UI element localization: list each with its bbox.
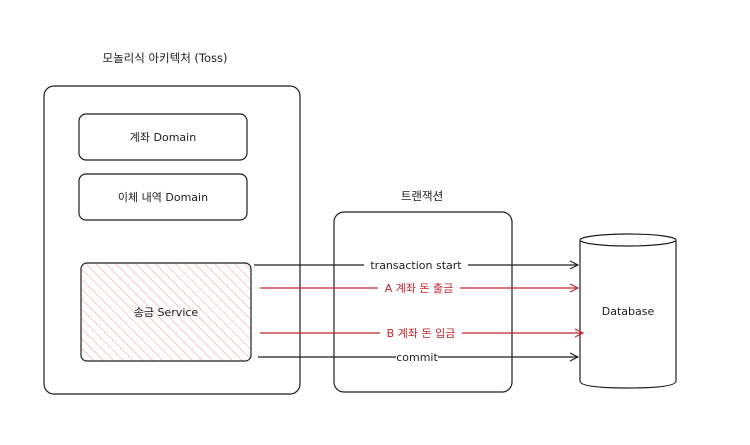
monolith-container <box>43 85 301 395</box>
flow-label: commit <box>396 351 438 364</box>
transfer-history-domain-box: 이체 내역 Domain <box>78 173 248 221</box>
database-cylinder: Database <box>579 233 677 389</box>
transaction-container <box>333 211 513 393</box>
transfer-service-box: 송금 Service <box>80 262 252 362</box>
account-domain-label: 계좌 Domain <box>130 131 196 144</box>
database-label: Database <box>602 305 655 318</box>
transaction-title: 트랜잭션 <box>401 189 443 203</box>
flow-withdraw-a: A 계좌 돈 출금 <box>260 281 578 295</box>
flow-label: transaction start <box>370 259 462 272</box>
flow-commit: commit <box>258 350 578 364</box>
transfer-history-domain-label: 이체 내역 Domain <box>118 191 208 204</box>
flow-deposit-b: B 계좌 돈 입금 <box>260 326 583 340</box>
monolith-title: 모놀리식 아키텍처 (Toss) <box>102 51 227 65</box>
flow-label: B 계좌 돈 입금 <box>387 327 456 340</box>
flow-transaction-start: transaction start <box>254 258 578 272</box>
transfer-service-label: 송금 Service <box>134 306 199 319</box>
flow-label: A 계좌 돈 출금 <box>385 282 454 295</box>
account-domain-box: 계좌 Domain <box>78 113 248 161</box>
